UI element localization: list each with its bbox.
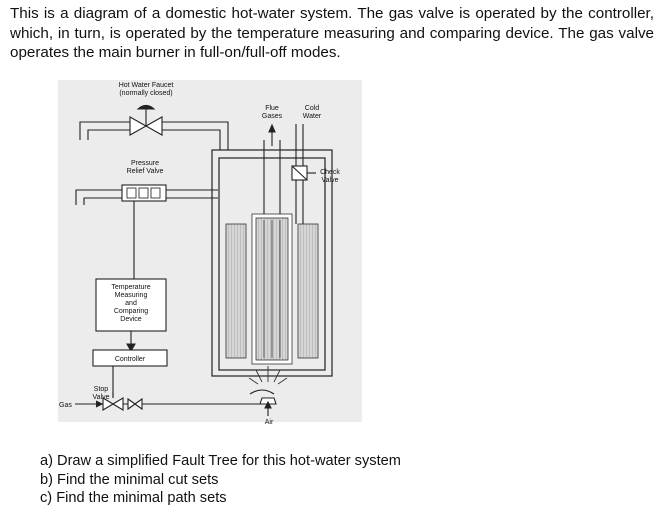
question-a: a) Draw a simplified Fault Tree for this… xyxy=(40,453,401,469)
svg-text:Water: Water xyxy=(303,113,322,120)
question-b: b) Find the minimal cut sets xyxy=(40,471,219,488)
pressure-relief-valve-label: Pressure Relief Valve xyxy=(127,160,164,175)
svg-text:Device: Device xyxy=(120,316,142,323)
gas-valve xyxy=(127,397,143,411)
stop-valve-label: Stop Valve xyxy=(93,386,110,401)
svg-text:Hot Water Faucet: Hot Water Faucet xyxy=(119,82,174,89)
tank-baffles xyxy=(225,213,319,365)
svg-text:Stop: Stop xyxy=(94,386,109,393)
svg-text:Measuring: Measuring xyxy=(115,292,148,299)
svg-text:Valve: Valve xyxy=(93,394,110,401)
flue-gases-label: Flue Gases xyxy=(262,105,283,120)
stop-valve xyxy=(102,392,124,411)
problem-statement: This is a diagram of a domestic hot-wate… xyxy=(10,5,654,61)
temperature-comparing-device xyxy=(95,278,167,332)
gas-label: Gas xyxy=(59,402,72,409)
svg-text:Valve: Valve xyxy=(322,177,339,184)
gas-line xyxy=(75,400,260,408)
svg-text:Relief Valve: Relief Valve xyxy=(127,168,164,175)
check-valve xyxy=(291,165,316,181)
air-label: Air xyxy=(265,419,274,426)
faucet-pipe xyxy=(79,121,229,150)
controller-box xyxy=(92,349,168,367)
svg-text:Temperature: Temperature xyxy=(111,284,150,291)
flue-pipe xyxy=(263,140,281,214)
flue-gases-arrow xyxy=(268,123,276,146)
svg-text:(normally closed): (normally closed) xyxy=(119,90,172,97)
svg-text:Pressure: Pressure xyxy=(131,160,159,167)
svg-text:and: and xyxy=(125,300,137,307)
svg-text:Gases: Gases xyxy=(262,113,283,120)
temperature-device-label: Temperature Measuring and Comparing Devi… xyxy=(111,284,150,323)
svg-text:Flue: Flue xyxy=(265,105,279,112)
controller-label: Controller xyxy=(115,356,146,363)
pressure-relief-valve xyxy=(121,184,167,202)
hot-water-faucet-label: Hot Water Faucet (normally closed) xyxy=(119,82,174,97)
svg-text:Check: Check xyxy=(320,169,340,176)
device-to-controller-arrow xyxy=(126,331,136,353)
svg-text:Cold: Cold xyxy=(305,105,320,112)
flame-icon xyxy=(248,366,288,385)
hot-water-faucet-valve xyxy=(129,104,163,136)
check-valve-label: Check Valve xyxy=(320,169,340,184)
question-list: a) Draw a simplified Fault Tree for this… xyxy=(40,452,401,508)
question-c: c) Find the minimal path sets xyxy=(40,490,227,506)
water-tank xyxy=(211,149,333,377)
relief-pipe xyxy=(75,189,218,205)
air-arrow xyxy=(264,400,272,416)
svg-text:Comparing: Comparing xyxy=(114,308,148,315)
cold-water-label: Cold Water xyxy=(303,105,322,120)
